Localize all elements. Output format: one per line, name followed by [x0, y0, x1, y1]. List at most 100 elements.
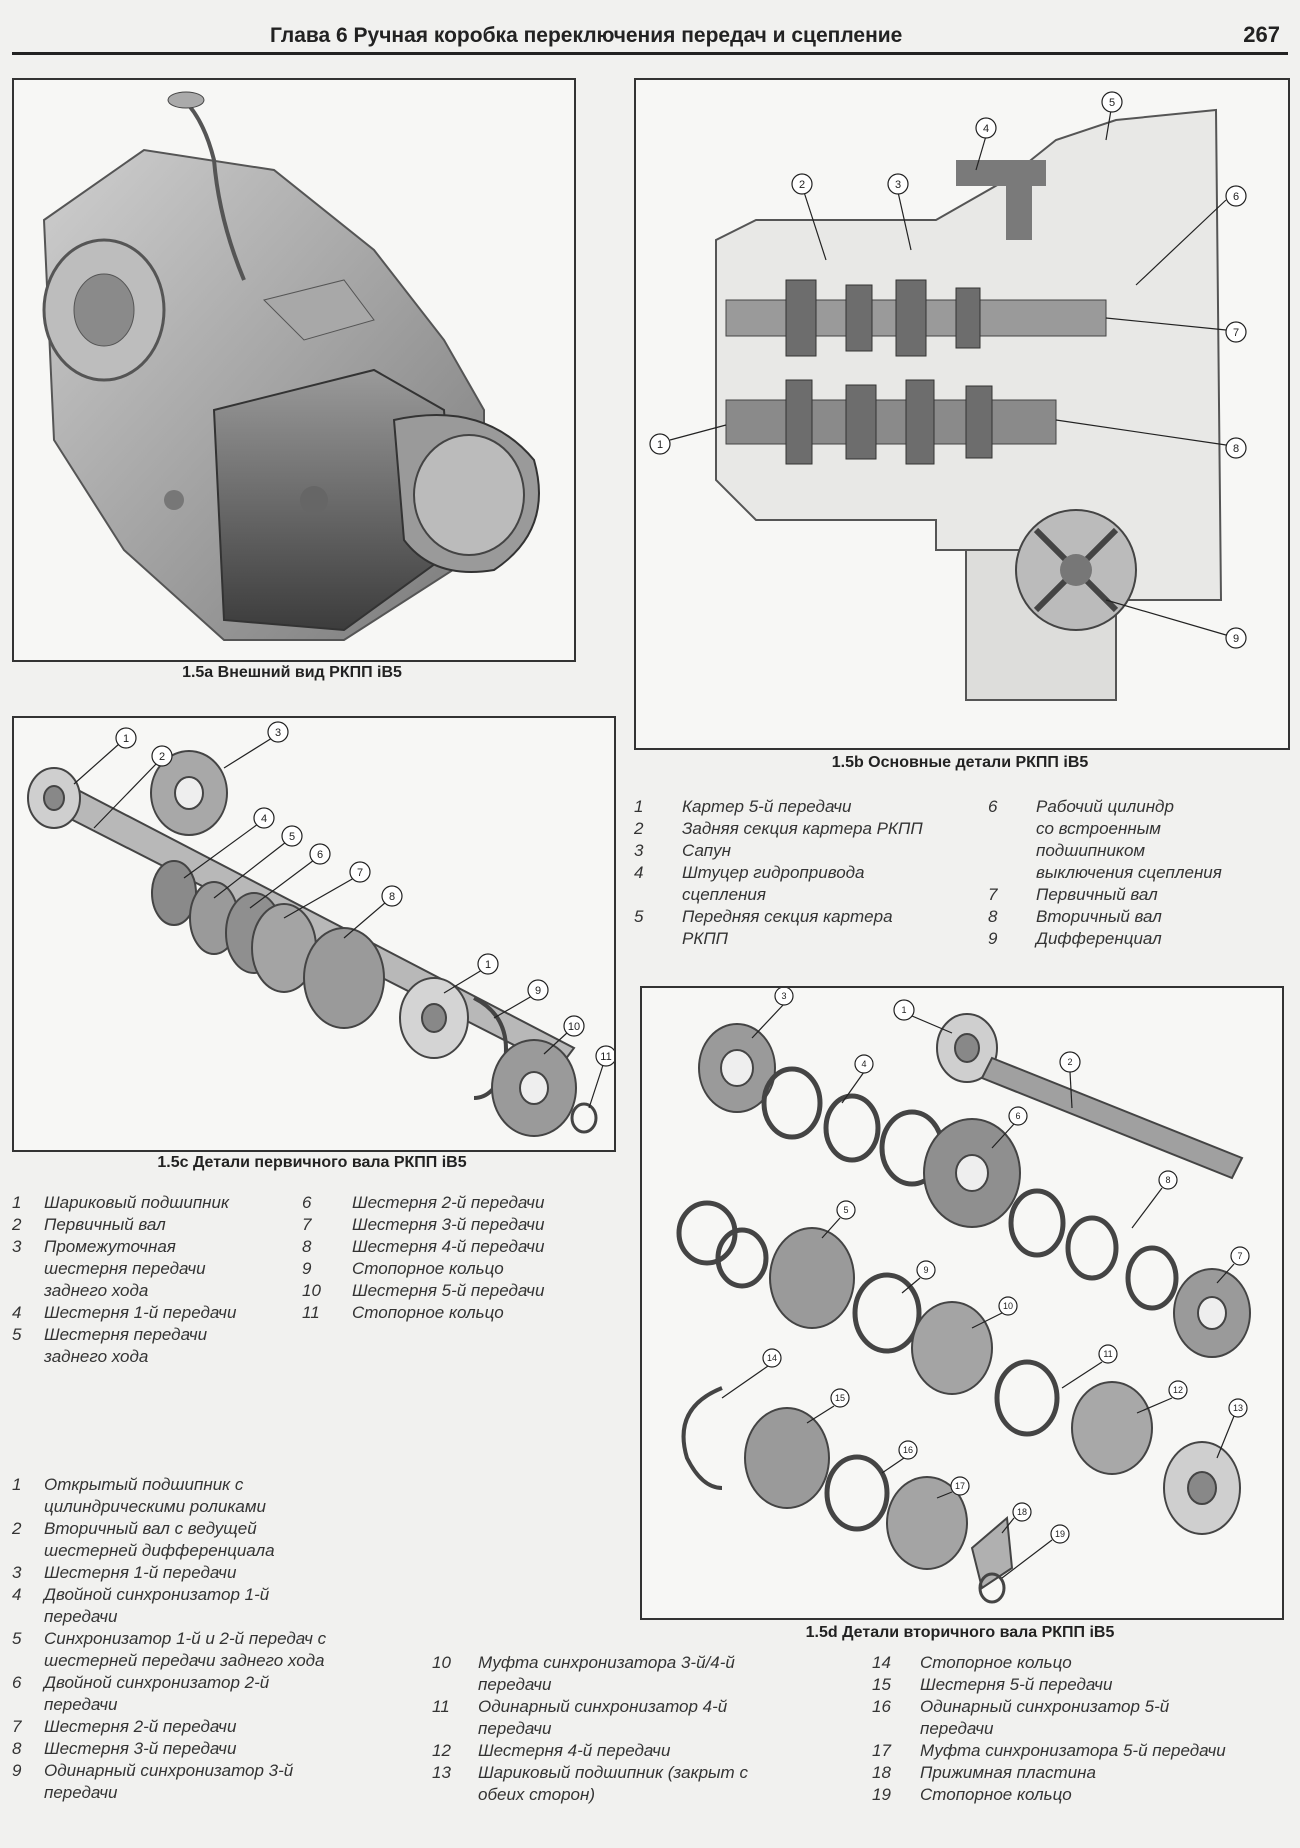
callout-d-15: 15: [835, 1393, 845, 1403]
callout-d-18: 18: [1017, 1507, 1027, 1517]
callout-d-5: 5: [843, 1205, 848, 1215]
legend-item: Шестерня 1-й передачи: [44, 1563, 237, 1582]
page-number: 267: [1243, 22, 1280, 47]
legend-item: Шестерня 2-й передачи: [44, 1717, 237, 1736]
legend-item: Двойной синхронизатор 1-й передачи: [44, 1585, 270, 1626]
legend-item: Картер 5-й передачи: [682, 797, 852, 816]
legend-item: Открытый подшипник с цилиндрическими рол…: [44, 1475, 266, 1516]
callout-d-3: 3: [781, 991, 786, 1001]
legend-item: Стопорное кольцо: [920, 1785, 1072, 1804]
callout-c-2: 2: [159, 751, 165, 763]
legend-item: Вторичный вал: [1036, 907, 1162, 926]
callout-d-14: 14: [767, 1353, 777, 1363]
callout-d-17: 17: [955, 1481, 965, 1491]
callout-d-6: 6: [1015, 1111, 1020, 1121]
legend-item: Сапун: [682, 841, 731, 860]
callout-d-13: 13: [1233, 1403, 1243, 1413]
legend-item: Шестерня 5-й передачи: [920, 1675, 1113, 1694]
figure-1-5d-caption: 1.5d Детали вторичного вала РКПП iB5: [805, 1624, 1115, 1641]
callout-d-4: 4: [861, 1059, 866, 1069]
legend-item: Стопорное кольцо: [920, 1653, 1072, 1672]
callout-c-10: 10: [568, 1021, 580, 1033]
callout-c-1b: 1: [485, 959, 491, 971]
callout-c-4: 4: [261, 813, 267, 825]
callout-d-9: 9: [923, 1265, 928, 1275]
legend-item: Одинарный синхронизатор 3-й передачи: [44, 1761, 294, 1802]
input-shaft-exploded-view: 1 2 3 4 5 6 7 8 1 9 10 11: [27, 721, 614, 1137]
callout-b-9: 9: [1233, 633, 1239, 645]
legend-item: Шариковый подшипник: [44, 1193, 230, 1212]
callout-d-2: 2: [1067, 1057, 1072, 1067]
legend-item: Шестерня 2-й передачи: [352, 1193, 545, 1212]
legend-item: Одинарный синхронизатор 5-й передачи: [920, 1697, 1170, 1738]
legend-item: Шестерня 3-й передачи: [44, 1739, 237, 1758]
figure-1-5a: [12, 78, 576, 662]
figure-1-5b: 1 2 3 4 5 6 7 8 9: [634, 78, 1290, 750]
legend-item: Первичный вал: [1036, 885, 1158, 904]
legend-item: Стопорное кольцо: [352, 1259, 504, 1278]
figure-1-5a-caption: 1.5а Внешний вид РКПП iB5: [182, 664, 402, 681]
callout-d-16: 16: [903, 1445, 913, 1455]
callout-b-4: 4: [983, 123, 989, 135]
figure-1-5d: 1 2 3 4 5 6 7 8 9 10 11 12 13 14 15 16 1…: [640, 986, 1284, 1620]
callout-b-6: 6: [1233, 191, 1239, 203]
legend-item: Синхронизатор 1-й и 2-й передач с шестер…: [44, 1629, 327, 1670]
legend-item: Штуцер гидропривода сцепления: [682, 863, 865, 904]
callout-c-7: 7: [357, 867, 363, 879]
figure-1-5c: 1 2 3 4 5 6 7 8 1 9 10 11: [12, 716, 616, 1152]
figure-1-5b-caption: 1.5b Основные детали РКПП iB5: [831, 754, 1089, 771]
page-header: Глава 6 Ручная коробка переключения пере…: [12, 18, 1288, 55]
callout-d-1: 1: [901, 1005, 906, 1015]
callout-b-7: 7: [1233, 327, 1239, 339]
legend-item: Шестерня 3-й передачи: [352, 1215, 545, 1234]
legend-item: Шестерня передачи заднего хода: [44, 1325, 208, 1366]
callout-b-3: 3: [895, 179, 901, 191]
callout-d-19: 19: [1055, 1529, 1065, 1539]
legend-item: Шестерня 1-й передачи: [44, 1303, 237, 1322]
callout-d-10: 10: [1003, 1301, 1013, 1311]
legend-item: Прижимная пластина: [920, 1763, 1096, 1782]
callout-b-2: 2: [799, 179, 805, 191]
callout-d-7: 7: [1237, 1251, 1242, 1261]
callout-c-1: 1: [123, 733, 129, 745]
gearbox-exterior-illustration: [42, 91, 540, 641]
legend-item: Шестерня 4-й передачи: [478, 1741, 671, 1760]
callout-b-1: 1: [657, 439, 663, 451]
legend-item: Стопорное кольцо: [352, 1303, 504, 1322]
legend-item: Промежуточная шестерня передачи заднего …: [44, 1237, 206, 1300]
callout-c-11: 11: [600, 1051, 611, 1063]
legend-item: Шариковый подшипник (закрыт с обеих стор…: [478, 1763, 748, 1804]
legend-item: Рабочий цилиндр со встроенным подшипнико…: [1036, 797, 1222, 882]
legend-item: Передняя секция картера РКПП: [682, 907, 893, 948]
legend-item: Муфта синхронизатора 3-й/4-й передачи: [478, 1653, 735, 1694]
callout-b-5: 5: [1109, 97, 1115, 109]
callout-d-12: 12: [1173, 1385, 1183, 1395]
callout-d-8: 8: [1165, 1175, 1170, 1185]
callout-c-3: 3: [275, 727, 281, 739]
callout-c-8: 8: [389, 891, 395, 903]
chapter-title: Глава 6 Ручная коробка переключения пере…: [270, 24, 903, 47]
legend-item: Вторичный вал с ведущей шестерней диффер…: [44, 1519, 275, 1560]
callout-c-5: 5: [289, 831, 295, 843]
legend-item: Муфта синхронизатора 5-й передачи: [920, 1741, 1226, 1760]
callout-c-6: 6: [317, 849, 323, 861]
legend-item: Одинарный синхронизатор 4-й передачи: [478, 1697, 728, 1738]
output-shaft-exploded-view: 1 2 3 4 5 6 7 8 9 10 11 12 13 14 15 16 1…: [676, 988, 1251, 1604]
callout-b-8: 8: [1233, 443, 1239, 455]
legend-item: Шестерня 4-й передачи: [352, 1237, 545, 1256]
legend-item: Шестерня 5-й передачи: [352, 1281, 545, 1300]
figure-1-5c-caption: 1.5с Детали первичного вала РКПП iB5: [157, 1154, 467, 1171]
legend-item: Задняя секция картера РКПП: [682, 819, 923, 838]
gearbox-section-drawing: 1 2 3 4 5 6 7 8 9: [649, 91, 1247, 701]
legend-item: Двойной синхронизатор 2-й передачи: [44, 1673, 270, 1714]
callout-d-11: 11: [1103, 1349, 1112, 1359]
legend-item: Дифференциал: [1036, 929, 1162, 948]
callout-c-9: 9: [535, 985, 541, 997]
